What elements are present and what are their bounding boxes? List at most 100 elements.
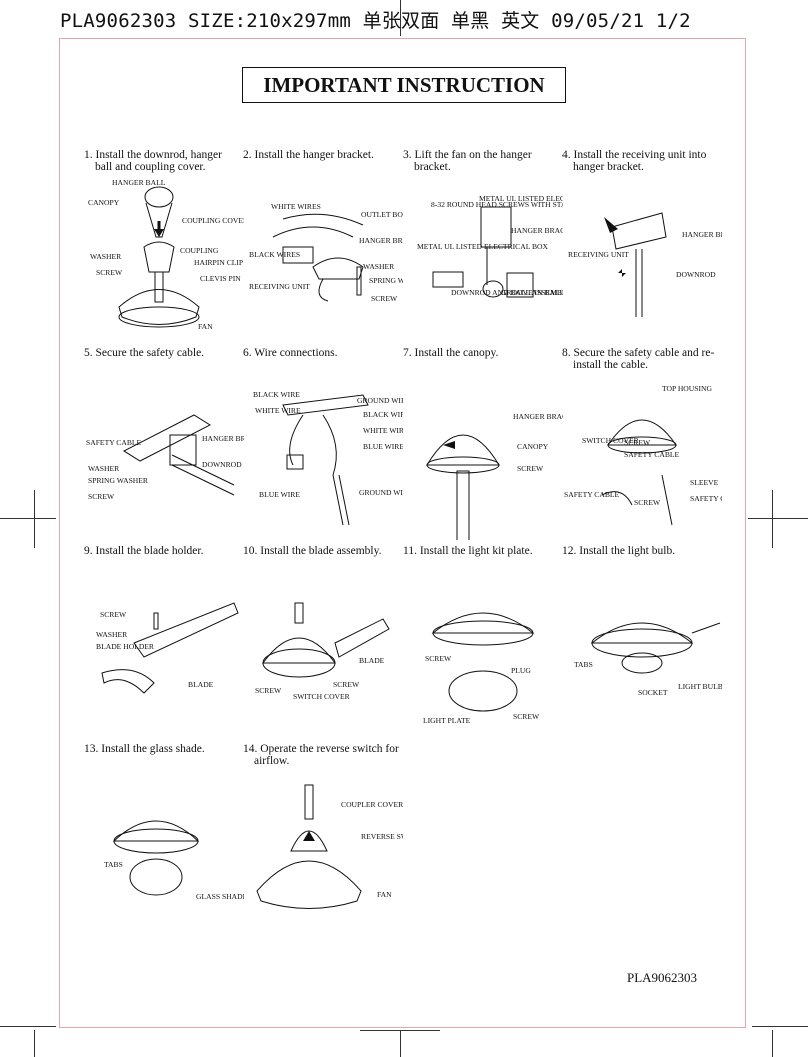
label-metal-electrical-box: METAL UL LISTED ELECTRICAL BOX	[479, 194, 563, 203]
downrod-illustration: HANGER BALL CANOPY COUPLING COVER COUPLI…	[88, 178, 244, 331]
hanger-bracket-illustration: WHITE WIRES OUTLET BOX BLACK WIRES HANGE…	[249, 202, 403, 303]
crop-mark	[748, 518, 808, 519]
crop-mark	[772, 1030, 773, 1057]
label-black-wire: BLACK WIRE	[253, 390, 300, 399]
canopy-illustration: HANGER BRACKET CANOPY SCREW	[426, 412, 563, 540]
safety-cable-illustration: SAFETY CABLE HANGER BRACKET WASHER DOWNR…	[86, 414, 244, 501]
step-12: 12. Install the light bulb. TABS SOCKET …	[562, 545, 722, 697]
step-caption: 10. Install the blade assembly.	[243, 545, 382, 557]
step-caption: 13. Install the glass shade.	[84, 743, 205, 755]
label-black-wires: BLACK WIRES	[249, 250, 300, 259]
crop-mark	[772, 490, 773, 548]
blade-assembly-illustration: BLADE SCREW SCREW SWITCH COVER	[255, 602, 390, 701]
step-10: 10. Install the blade assembly. BLADE SC…	[243, 545, 401, 701]
label-screw: SCREW	[624, 438, 651, 447]
step-1: 1. Install the downrod, hanger ball and …	[84, 149, 244, 331]
label-white-wires: WHITE WIRES	[271, 202, 321, 211]
step-6: 6. Wire connections. BLACK WIRE GROUND W…	[243, 347, 403, 526]
light-kit-plate-illustration: SCREW PLUG LIGHT PLATE SCREW	[423, 612, 540, 725]
label-ground-wire: GROUND WIRE	[357, 396, 403, 405]
safety-cable-reinstall-illustration: TOP HOUSING SWITCH COVER SCREW SAFETY CA…	[564, 384, 722, 526]
crop-mark	[400, 1030, 401, 1057]
step-caption: 5. Secure the safety cable.	[84, 347, 205, 359]
label-blade: BLADE	[359, 656, 385, 665]
label-blade-holder: BLADE HOLDER	[96, 642, 155, 651]
step-caption: 11. Install the light kit plate.	[403, 545, 533, 557]
label-screw: SCREW	[100, 610, 127, 619]
step-11: 11. Install the light kit plate. SCREW P…	[403, 545, 561, 725]
label-ground-wire-2: GROUND WIRE	[359, 488, 403, 497]
label-spring-washer: SPRING WASHER	[369, 276, 403, 285]
step-caption: 2. Install the hanger bracket.	[243, 149, 374, 161]
label-coupling-cover: COUPLING COVER	[182, 216, 244, 225]
label-switch-cover: SWITCH COVER	[293, 692, 351, 701]
receiving-unit-illustration: HANGER BRACKET RECEIVING UNIT DOWNROD	[568, 212, 722, 317]
label-screw: SCREW	[517, 464, 544, 473]
crop-mark	[0, 1026, 56, 1027]
step-caption: 14. Operate the reverse switch for airfl…	[243, 743, 399, 767]
label-hanger-bracket: HANGER BRACKET	[202, 434, 244, 443]
reverse-switch-illustration: COUPLER COVER REVERSE SWITCH FAN	[256, 784, 403, 909]
crop-mark	[34, 1030, 35, 1057]
label-outlet-box: OUTLET BOX	[361, 210, 403, 219]
page-title: IMPORTANT INSTRUCTION	[242, 67, 566, 103]
crop-mark	[400, 0, 401, 36]
label-groove-in-ball: GROOVE IN BALL	[501, 288, 563, 297]
label-hanger-bracket: HANGER BRACKET	[511, 226, 563, 235]
label-blade: BLADE	[188, 680, 214, 689]
step-5: 5. Secure the safety cable. SAFETY CABLE…	[84, 347, 244, 501]
wire-connections-illustration: BLACK WIRE GROUND WIRE WHITE WIRE BLACK …	[253, 390, 403, 526]
glass-shade-illustration: TABS GLASS SHADE	[104, 820, 244, 901]
label-blue-wire: BLUE WIRE	[363, 442, 403, 451]
label-white-wire-2: WHITE WIRE	[363, 426, 403, 435]
crop-mark	[34, 490, 35, 548]
label-glass-shade: GLASS SHADE	[196, 892, 244, 901]
label-hairpin-clip: HAIRPIN CLIP	[194, 258, 243, 267]
blade-holder-illustration: SCREW WASHER BLADE HOLDER BLADE	[96, 602, 239, 694]
label-downrod: DOWNROD	[676, 270, 716, 279]
label-coupling: COUPLING	[180, 246, 219, 255]
step-2: 2. Install the hanger bracket. WHITE WIR…	[243, 149, 403, 303]
label-spring-washer: SPRING WASHER	[88, 476, 149, 485]
step-4: 4. Install the receiving unit into hange…	[562, 149, 722, 317]
label-canopy: CANOPY	[88, 198, 120, 207]
label-screw: SCREW	[425, 654, 452, 663]
label-hanger-bracket: HANGER BRACKET	[682, 230, 722, 239]
crop-mark	[752, 1026, 808, 1027]
label-light-plate: LIGHT PLATE	[423, 716, 471, 725]
label-black-wire-2: BLACK WIRE	[363, 410, 403, 419]
label-screw: SCREW	[255, 686, 282, 695]
label-washer: WASHER	[363, 262, 395, 271]
label-white-wire: WHITE WIRE	[255, 406, 301, 415]
lift-fan-illustration: 8-32 ROUND HEAD SCREWS WITH STAR WASHERS…	[417, 194, 563, 298]
label-reverse-switch: REVERSE SWITCH	[361, 832, 403, 841]
label-coupler-cover: COUPLER COVER	[341, 800, 403, 809]
step-caption: 8. Secure the safety cable and re-instal…	[562, 347, 715, 371]
step-caption: 3. Lift the fan on the hanger bracket.	[403, 149, 532, 173]
step-13: 13. Install the glass shade. TABS GLASS …	[84, 743, 244, 901]
step-3: 3. Lift the fan on the hanger bracket. 8…	[403, 149, 563, 298]
step-caption: 9. Install the blade holder.	[84, 545, 204, 557]
page-frame	[59, 38, 746, 1028]
label-tabs: TABS	[104, 860, 123, 869]
label-washer: WASHER	[96, 630, 128, 639]
label-round-head-screws: 8-32 ROUND HEAD SCREWS WITH STAR WASHERS…	[431, 200, 563, 209]
label-safety-cable: SAFETY CABLE	[624, 450, 680, 459]
step-14: 14. Operate the reverse switch for airfl…	[243, 743, 403, 909]
step-9: 9. Install the blade holder. SCREW WASHE…	[84, 545, 242, 694]
label-canopy: CANOPY	[517, 442, 549, 451]
label-downrod: DOWNROD	[202, 460, 242, 469]
step-caption: 6. Wire connections.	[243, 347, 338, 359]
label-light-bulb: LIGHT BULB	[678, 682, 722, 691]
label-tabs: TABS	[574, 660, 593, 669]
label-sleeve: SLEEVE	[690, 478, 719, 487]
label-safety-cable-2: SAFETY CABLE	[564, 490, 620, 499]
label-screw-2: SCREW	[333, 680, 360, 689]
label-socket: SOCKET	[638, 688, 668, 697]
label-metal-electrical-box-2: METAL UL LISTED ELECTRICAL BOX	[417, 242, 549, 251]
light-bulb-illustration: TABS SOCKET LIGHT BULB	[574, 622, 722, 697]
step-caption: 12. Install the light bulb.	[562, 545, 676, 557]
document-code: PLA9062303	[627, 970, 698, 985]
label-receiving-unit: RECEIVING UNIT	[568, 250, 629, 259]
label-downrod-ball: DOWNROD AND BALL ASSEMBLY	[451, 288, 563, 297]
